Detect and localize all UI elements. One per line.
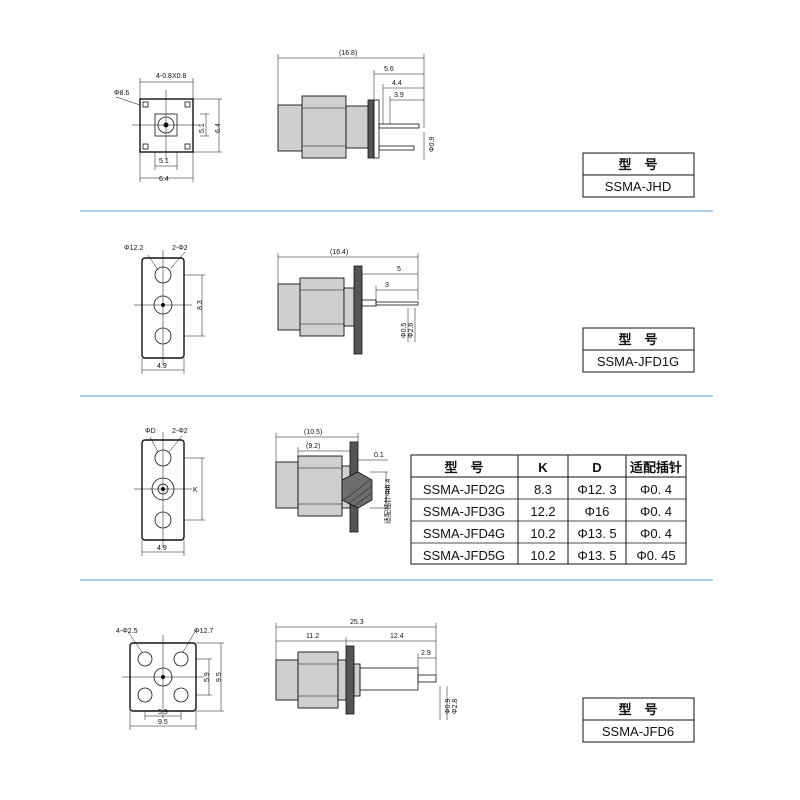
jfd1g-dim-insulator: Φ2.6 [408,323,415,338]
spec-table-header: 适配插针 [630,460,682,475]
jfd-series-dim-pin-note: 适配插针Φd [383,486,392,524]
jfd1g-dim-5: 5 [397,266,401,273]
spec-table-cell: 12.2 [530,504,555,519]
jfd-series-dim-flange: ΦD [145,428,156,435]
model-header: 型 号 [618,157,657,172]
jfd6-dim-inner-width: 5.9 [158,709,168,716]
jfd6-front-view [122,629,224,730]
model-value: SSMA-JFD1G [597,354,679,369]
jfd-series-dim-holes: 2-Φ2 [172,428,188,435]
jfd1g-dim-flange: Φ12.2 [124,245,143,252]
jhd-side-view [277,54,425,160]
jfd6-dim-12-4: 12.4 [390,633,404,640]
jfd6-dim-pin: Φ0.9 [445,699,452,714]
model-table-jfd1g: 型 号 SSMA-JFD1G [582,327,695,373]
spec-table-cell: SSMA-JFD4G [423,526,505,541]
spec-table-cell: Φ0. 45 [636,548,675,563]
jfd-series-front-view [134,432,205,556]
section-jfd1g: Φ12.2 2-Φ2 8.3 4.9 (16.4) 5 3 Φ0.5 Φ2. [124,245,419,374]
jfd6-dim-total-length: 25.3 [350,619,364,626]
jhd-dim-pin-circle: Φ8.6 [114,90,129,97]
jfd6-dim-11-2: 11.2 [306,633,319,640]
spec-table-cell: Φ0. 4 [640,482,672,497]
jhd-dim-pin: Φ0.9 [429,137,436,152]
jfd-series-dim-9-2: (9.2) [306,443,320,450]
model-table-jfd6: 型 号 SSMA-JFD6 [582,697,695,743]
jhd-dim-outer-width: 6.4 [159,176,169,183]
model-table-jhd: 型 号 SSMA-JHD [582,152,695,198]
jhd-dim-4-4: 4.4 [392,80,402,87]
jhd-dim-3-9: 3.9 [394,92,404,99]
spec-table-cell: 10.2 [530,548,555,563]
jhd-dim-total-length: (16.8) [339,50,357,57]
jfd6-dim-outer-height: 9.5 [216,672,223,682]
jfd-series-dim-k: K [193,487,198,494]
jfd-series-dim-4-4: Φ4.4 [385,479,392,494]
jhd-dim-5-6: 5.6 [384,66,394,73]
jfd-series-dim-0-1: 0.1 [374,452,384,459]
spec-table: 型 号 K D 适配插针 SSMA-JFD2G 8.3 Φ12. 3 Φ0. 4 SSMA-JF… [410,454,687,565]
spec-table-cell: Φ12. 3 [577,482,616,497]
jfd-series-dim-10-5: (10.5) [304,429,322,436]
spec-table-header: 型 号 [444,460,483,475]
spec-table-cell: Φ0. 4 [640,504,672,519]
jfd6-dim-inner-height: 5.9 [204,672,211,682]
spec-table-header: D [592,460,601,475]
spec-table-cell: SSMA-JFD2G [423,482,505,497]
section-jfd6: 4-Φ2.5 Φ12.7 5.9 9.5 5.9 9.5 25. [116,619,459,730]
spec-table-cell: Φ0. 4 [640,526,672,541]
model-header: 型 号 [618,702,657,717]
spec-table-cell: SSMA-JFD5G [423,548,505,563]
spec-table-cell: Φ16 [585,504,610,519]
spec-table-cell: 8.3 [534,482,552,497]
jfd1g-dim-pin: Φ0.5 [401,323,408,338]
jfd6-dim-outer-width: 9.5 [158,719,168,726]
jhd-dim-inner-height: 5.1 [199,123,206,133]
spec-table-header: K [538,460,548,475]
jfd6-dim-2-9: 2.9 [421,650,431,657]
spec-table-cell: Φ13. 5 [577,526,616,541]
jfd1g-dim-3: 3 [385,282,389,289]
section-jfd-series: ΦD 2-Φ2 K 4.9 (10.5) (9.2) [134,428,392,556]
jfd1g-dim-total-length: (16.4) [330,249,348,256]
jhd-dim-inner-width: 5.1 [159,158,169,165]
jfd-series-side-view [275,433,388,533]
model-header: 型 号 [618,332,657,347]
jfd-series-dim-width: 4.9 [157,545,167,552]
jfd1g-dim-k: 8.3 [197,300,204,310]
jfd6-side-view [275,623,448,720]
jfd6-dim-holes: 4-Φ2.5 [116,628,138,635]
jhd-front-view [115,78,222,182]
spec-table-cell: Φ13. 5 [577,548,616,563]
jfd1g-front-view [134,250,205,374]
model-value: SSMA-JHD [605,179,671,194]
jhd-dim-holes: 4-0.8X0.8 [156,73,186,80]
jfd6-dim-flange: Φ12.7 [194,628,213,635]
jhd-dim-outer-height: 6.4 [215,123,222,133]
jfd6-dim-insulator: Φ2.8 [452,699,459,714]
jfd1g-side-view [277,253,419,355]
model-value: SSMA-JFD6 [602,724,674,739]
jfd1g-dim-width: 4.9 [157,363,167,370]
spec-table-cell: SSMA-JFD3G [423,504,505,519]
jfd1g-dim-holes: 2-Φ2 [172,245,188,252]
section-jhd: 4-0.8X0.8 Φ8.6 5.1 6.4 5.1 6.4 [114,50,436,183]
spec-table-cell: 10.2 [530,526,555,541]
